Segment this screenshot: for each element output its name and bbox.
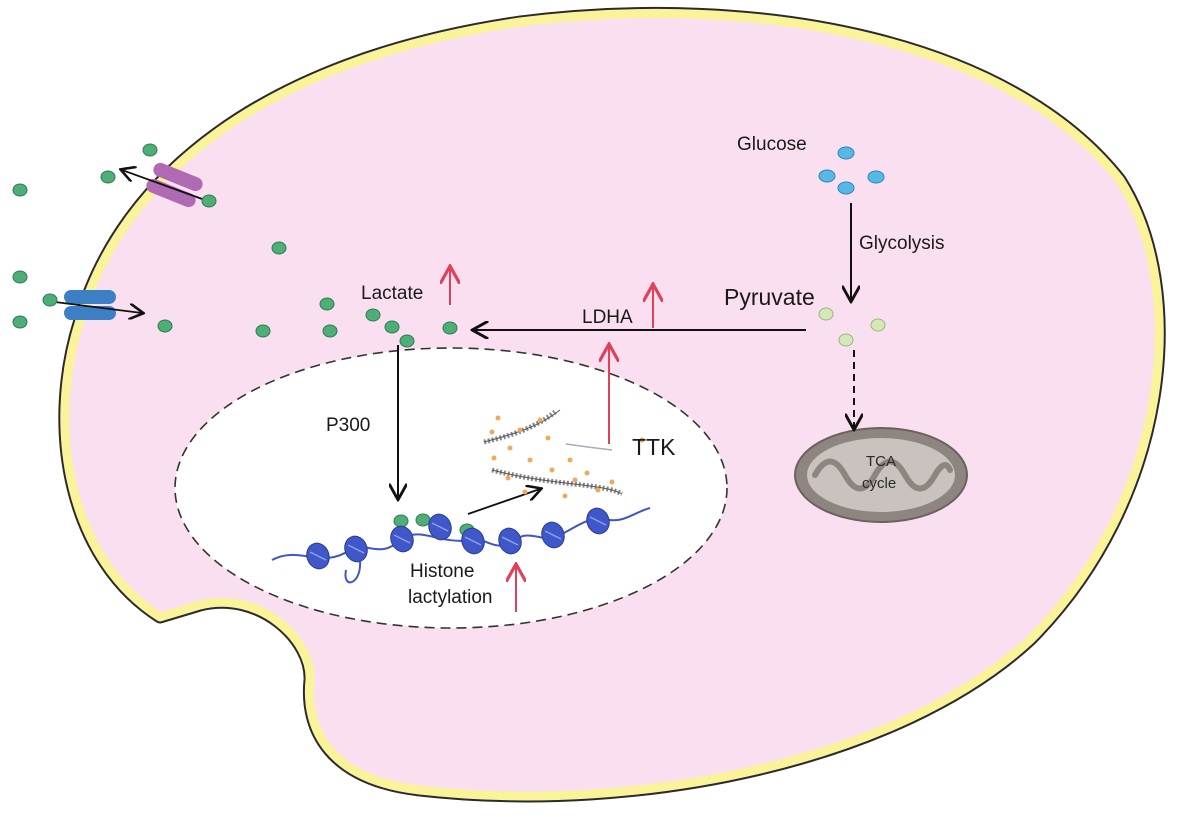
p300-label: P300 bbox=[326, 415, 370, 436]
pyruvate-label: Pyruvate bbox=[724, 284, 815, 310]
lactate-label: Lactate bbox=[361, 283, 423, 304]
histone-lactylation-label-line2: lactylation bbox=[408, 587, 493, 608]
nucleosome-chain-icon bbox=[271, 507, 651, 584]
histone-lactylation-label-line1: Histone bbox=[410, 561, 474, 582]
dna-strand-icon bbox=[483, 409, 645, 499]
tca-cycle-label-line2: cycle bbox=[862, 475, 896, 492]
ldha-label: LDHA bbox=[582, 307, 633, 328]
ttk-label: TTK bbox=[632, 434, 676, 460]
histone-to-ttk-arrow bbox=[467, 489, 540, 515]
glucose-label: Glucose bbox=[737, 134, 807, 155]
glucose-molecules bbox=[818, 146, 885, 195]
lactate-molecules bbox=[12, 143, 475, 537]
tca-cycle-label-line1: TCA bbox=[866, 453, 896, 470]
nucleus-icon bbox=[174, 347, 728, 629]
membrane-transporter-icon bbox=[64, 162, 203, 320]
pyruvate-molecules bbox=[818, 307, 886, 347]
glycolysis-label: Glycolysis bbox=[859, 233, 945, 254]
mitochondrion-icon bbox=[794, 427, 968, 523]
